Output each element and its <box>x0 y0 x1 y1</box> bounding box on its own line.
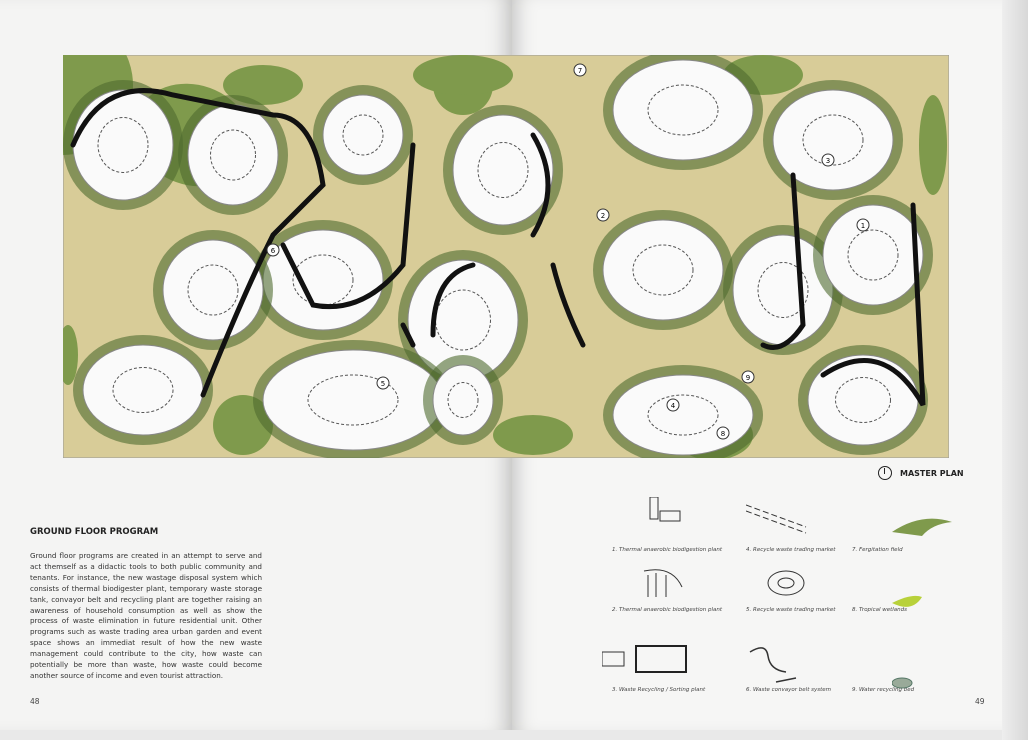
program-pod <box>602 219 724 321</box>
legend-item: 1. Thermal anaerobic biodigestion plant <box>612 497 722 554</box>
legend-item: 9. Water recycling bed <box>852 677 962 694</box>
plan-marker: 5 <box>376 376 390 390</box>
svg-text:7: 7 <box>578 67 582 75</box>
program-pod <box>322 94 404 176</box>
conveyor-belt-path <box>70 88 926 407</box>
page-number-left: 48 <box>30 697 40 706</box>
section-heading: GROUND FLOOR PROGRAM <box>30 527 159 537</box>
curved-plant-icon <box>643 569 683 597</box>
conveyor-icon <box>749 647 797 683</box>
tank-icon <box>649 497 681 522</box>
page-edge <box>1002 0 1028 740</box>
market-stalls-icon <box>746 504 807 534</box>
svg-text:6: 6 <box>271 247 276 255</box>
garden-patch <box>919 95 947 195</box>
program-pod <box>452 114 554 226</box>
program-pod <box>772 89 894 191</box>
plan-marker: 2 <box>596 208 610 222</box>
plan-marker: 4 <box>666 398 680 412</box>
program-pod <box>82 344 204 436</box>
master-plan-title: MASTER PLAN <box>900 468 964 478</box>
program-pod <box>262 349 444 451</box>
master-plan-drawing: 1 2 3 4 5 6 7 8 9 <box>63 55 949 458</box>
legend-label: 6. Waste convayor belt system <box>746 687 831 693</box>
program-pod <box>72 89 174 201</box>
legend-item: 5. Recycle waste trading market <box>746 570 856 614</box>
svg-text:9: 9 <box>746 374 750 382</box>
legend-label: 3. Waste Recycling / Sorting plant <box>612 687 706 693</box>
plan-marker: 7 <box>573 63 587 77</box>
plan-marker: 9 <box>741 370 755 384</box>
plan-marker: 8 <box>716 426 730 440</box>
legend-item: 3. Waste Recycling / Sorting plant <box>602 645 722 694</box>
legend-label: 4. Recycle waste trading market <box>746 547 836 553</box>
legend-label: 1. Thermal anaerobic biodigestion plant <box>612 547 722 553</box>
plan-marker: 6 <box>266 243 280 257</box>
legend-item: 8. Tropical wetlands <box>852 595 962 614</box>
garden-patch <box>413 55 513 95</box>
legend-label: 5. Recycle waste trading market <box>746 607 836 613</box>
legend-item: 4. Recycle waste trading market <box>746 504 856 554</box>
legend-label: 9. Water recycling bed <box>852 687 915 693</box>
program-pod <box>612 59 754 161</box>
legend-label: 2. Thermal anaerobic biodigestion plant <box>612 607 722 613</box>
master-plan-label: MASTER PLAN <box>878 466 964 480</box>
svg-text:3: 3 <box>826 157 830 165</box>
plan-marker: 1 <box>856 218 870 232</box>
north-arrow-icon <box>878 466 892 480</box>
garden-patch <box>493 415 573 455</box>
program-pod <box>807 354 919 446</box>
legend-item: 2. Thermal anaerobic biodigestion plant <box>612 569 722 614</box>
sorting-plant-icon <box>602 645 687 673</box>
svg-text:2: 2 <box>601 212 605 220</box>
svg-text:5: 5 <box>381 380 385 388</box>
svg-text:4: 4 <box>671 402 676 410</box>
svg-text:1: 1 <box>861 222 865 230</box>
water-bed-icon <box>892 677 913 689</box>
legend-item: 7. Fergitation field <box>852 518 962 554</box>
svg-text:8: 8 <box>721 430 725 438</box>
oval-market-icon <box>767 570 805 596</box>
wetland-icon <box>892 595 922 607</box>
program-pod <box>822 204 924 306</box>
field-icon <box>892 518 952 536</box>
garden-patch <box>63 325 78 385</box>
program-pod <box>612 374 754 456</box>
plan-marker: 3 <box>821 153 835 167</box>
legend-item: 6. Waste convayor belt system <box>746 647 856 694</box>
program-pod <box>432 364 494 436</box>
page-number-right: 49 <box>975 697 985 706</box>
garden-patch <box>223 65 303 105</box>
legend-label: 8. Tropical wetlands <box>852 607 908 613</box>
section-body-text: Ground floor programs are created in an … <box>30 551 262 680</box>
legend-label: 7. Fergitation field <box>852 547 903 553</box>
program-pod <box>187 104 279 206</box>
